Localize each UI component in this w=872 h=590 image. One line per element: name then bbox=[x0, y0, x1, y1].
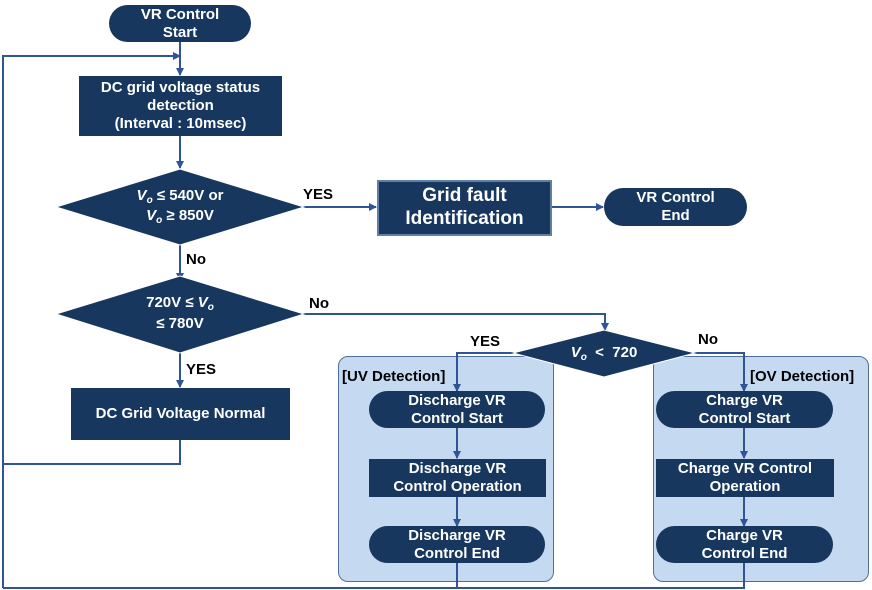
uv-end-line1: Discharge VR bbox=[408, 526, 506, 544]
decision-normal-line1: 720V ≤ Vo bbox=[146, 294, 214, 314]
edge-uv-loop bbox=[3, 563, 458, 589]
ov-end-line1: Charge VR bbox=[706, 526, 783, 544]
normal-label: DC Grid Voltage Normal bbox=[95, 405, 266, 422]
edge-label-normal-no: No bbox=[309, 295, 329, 312]
uv-start-line2: Control Start bbox=[411, 409, 503, 427]
start-label-line1: VR Control bbox=[140, 5, 220, 23]
edge-label-normal-yes: YES bbox=[186, 361, 217, 378]
decision-fault-line2: Vo ≥ 850V bbox=[146, 207, 214, 226]
discharge-vr-control-end: Discharge VR Control End bbox=[369, 526, 545, 563]
uv-op-line2: Control Operation bbox=[393, 478, 522, 495]
discharge-vr-control-operation: Discharge VR Control Operation bbox=[369, 459, 546, 497]
edge-return-loop bbox=[2, 52, 181, 588]
end-terminal: VR Control End bbox=[604, 188, 747, 226]
edge-720-yes bbox=[453, 352, 514, 392]
decision-fault-diamond bbox=[54, 168, 306, 246]
uv-start-line1: Discharge VR bbox=[408, 391, 506, 409]
charge-vr-control-end: Charge VR Control End bbox=[656, 526, 833, 563]
end-line2: End bbox=[661, 207, 690, 224]
discharge-vr-control-start: Discharge VR Control Start bbox=[369, 391, 545, 428]
decision-normal-diamond bbox=[54, 275, 306, 354]
dc-grid-voltage-normal: DC Grid Voltage Normal bbox=[71, 388, 290, 440]
detection-process: DC grid voltage status detection (Interv… bbox=[79, 76, 282, 136]
ov-start-line1: Charge VR bbox=[706, 391, 783, 409]
decision-fault-line1: Vo ≤ 540V or bbox=[136, 186, 224, 206]
edge-label-fault-no: No bbox=[186, 251, 206, 268]
decision-normal-line2: ≤ 780V bbox=[156, 314, 204, 332]
edge-label-fault-yes: YES bbox=[303, 186, 334, 203]
uv-op-line1: Discharge VR bbox=[408, 460, 507, 477]
detect-line3: (Interval : 10msec) bbox=[114, 115, 247, 132]
ov-detection-label: [OV Detection] bbox=[750, 368, 855, 385]
edge-ov-loop bbox=[457, 563, 745, 589]
detect-line2: detection bbox=[147, 97, 214, 114]
charge-vr-control-start: Charge VR Control Start bbox=[656, 391, 833, 428]
edge-label-720-yes: YES bbox=[470, 333, 501, 350]
edge-720-no bbox=[694, 352, 748, 392]
uv-end-line2: Control End bbox=[414, 544, 500, 562]
start-label-line2: Start bbox=[162, 23, 198, 41]
decision-normal-label: 720V ≤ Vo ≤ 780V bbox=[90, 293, 270, 335]
decision-720-label: Vo < 720 bbox=[544, 343, 664, 365]
decision-fault-label: Vo ≤ 540V or Vo ≥ 850V bbox=[90, 186, 270, 228]
fault-id-line1: Grid fault bbox=[422, 185, 507, 207]
edge-label-720-no: No bbox=[698, 331, 718, 348]
fault-id-line2: Identification bbox=[405, 208, 524, 229]
charge-vr-control-operation: Charge VR Control Operation bbox=[656, 459, 834, 497]
end-line1: VR Control bbox=[636, 189, 715, 206]
detect-line1: DC grid voltage status bbox=[100, 79, 261, 96]
uv-detection-label: [UV Detection] bbox=[342, 368, 446, 385]
grid-fault-identification: Grid fault Identification bbox=[377, 180, 552, 236]
decision-720-diamond bbox=[511, 329, 697, 378]
ov-start-line2: Control Start bbox=[698, 409, 791, 427]
start-terminal: VR Control Start bbox=[109, 5, 251, 42]
ov-op-line1: Charge VR Control bbox=[677, 460, 813, 477]
edge-normal-no bbox=[303, 313, 609, 331]
decision-720-text: Vo < 720 bbox=[570, 343, 638, 363]
edge-normal-loop bbox=[3, 440, 181, 465]
ov-end-line2: Control End bbox=[701, 544, 788, 562]
ov-op-line2: Operation bbox=[709, 478, 781, 495]
